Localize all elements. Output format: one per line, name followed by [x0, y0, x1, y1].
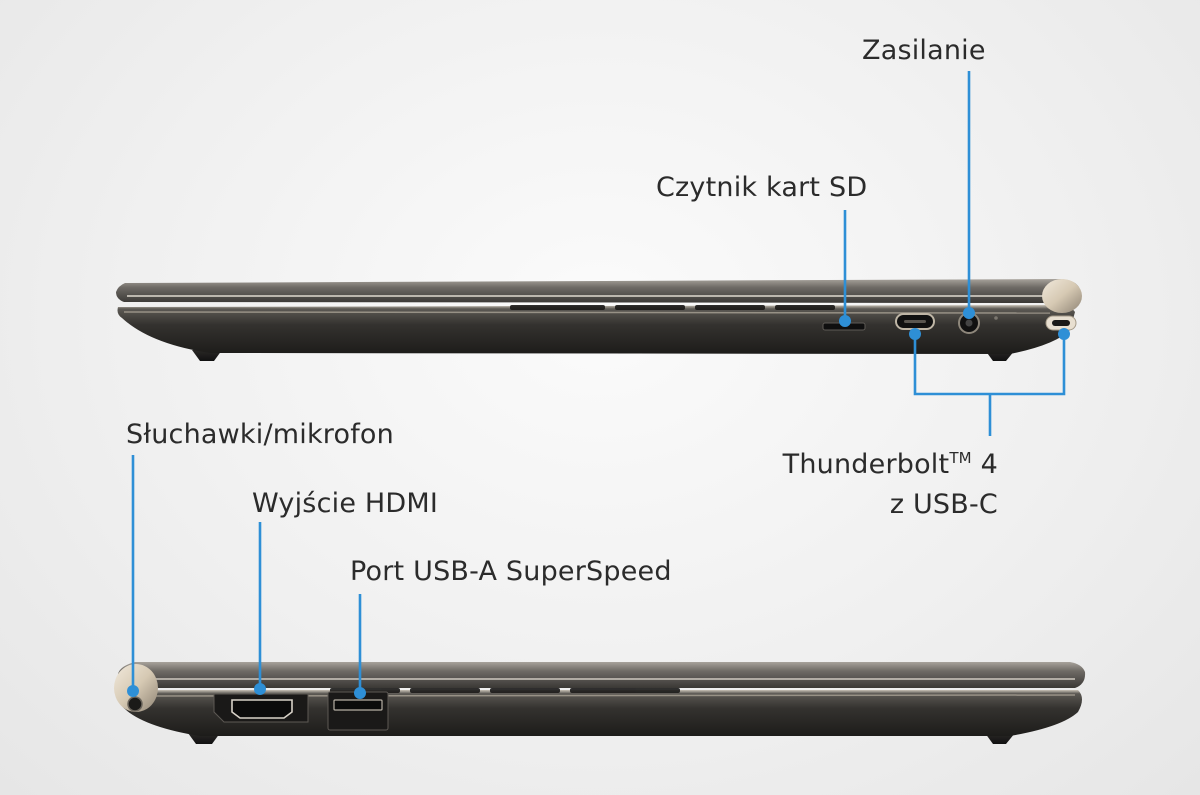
vent-slots: [510, 305, 835, 310]
headphone-jack: [127, 696, 143, 712]
hdmi-port: [231, 699, 293, 719]
power-led: [994, 316, 998, 320]
label-thunderbolt: ThunderboltTM 4: [778, 449, 998, 481]
label-sd-card-reader: Czytnik kart SD: [656, 172, 868, 203]
callout-dots: [127, 307, 1070, 699]
hinge: [1042, 279, 1082, 313]
lid: [116, 279, 1080, 303]
label-thunderbolt-usb-c: z USB-C: [889, 489, 998, 520]
label-power: Zasilanie: [862, 35, 986, 66]
label-hdmi: Wyjście HDMI: [252, 488, 439, 519]
label-thunderbolt-name: Thunderbolt: [782, 449, 950, 480]
usb-a-port: [333, 699, 383, 711]
laptop-right-side: [116, 279, 1082, 361]
callout-lines: [131, 71, 1066, 691]
label-usb-a: Port USB-A SuperSpeed: [350, 556, 672, 587]
label-thunderbolt-number: 4: [971, 449, 998, 480]
trademark-symbol: TM: [949, 449, 972, 467]
base: [117, 305, 1075, 354]
label-headphones-mic: Słuchawki/mikrofon: [126, 419, 394, 450]
